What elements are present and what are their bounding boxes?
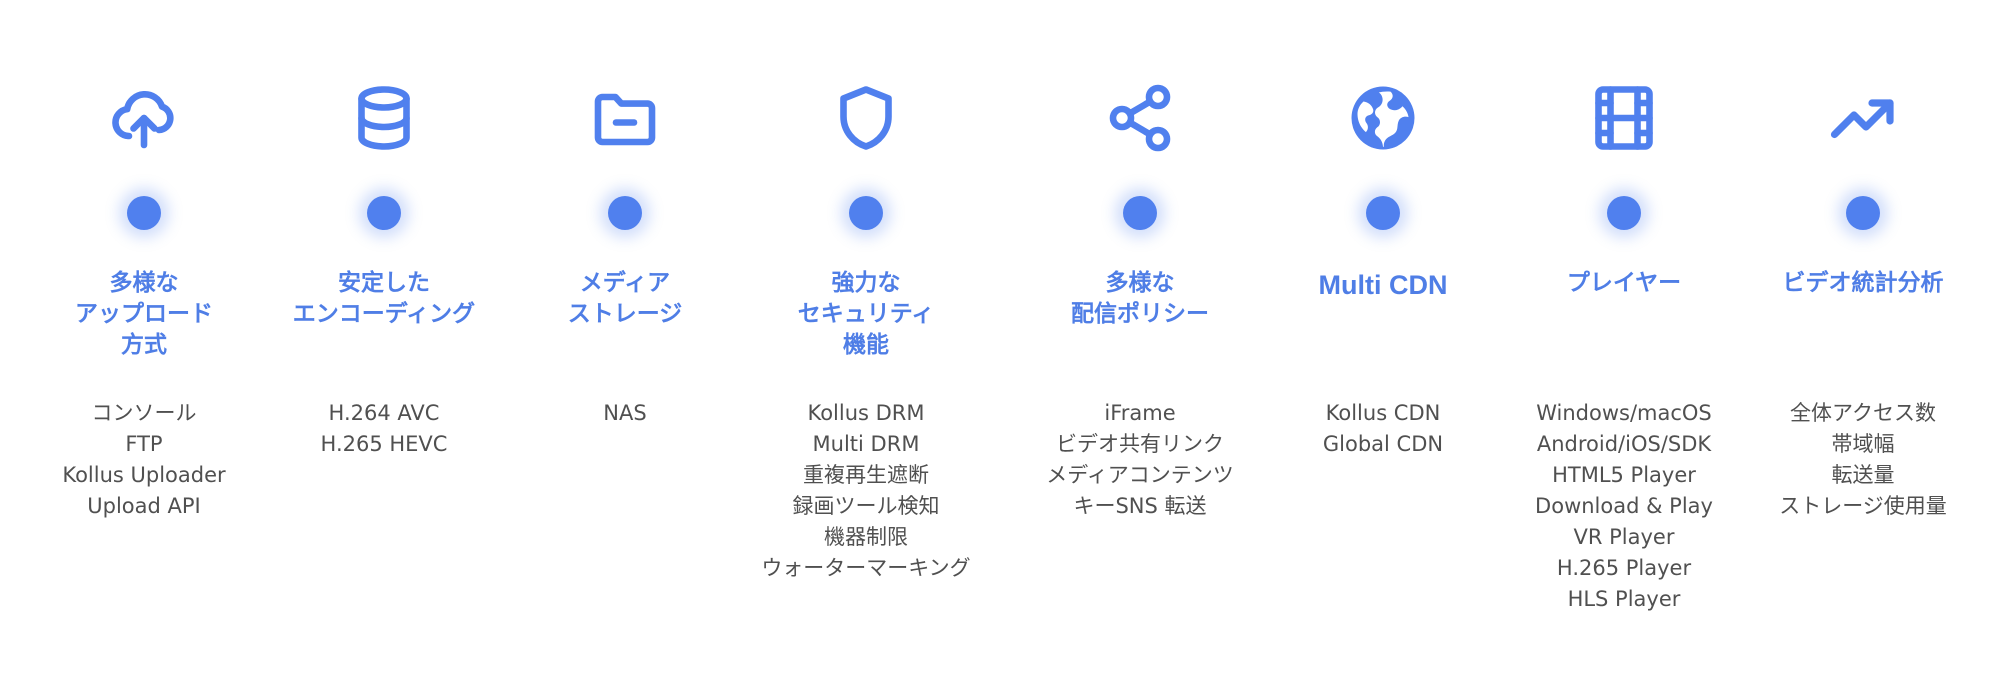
list-item: VR Player [1573,525,1675,549]
list-item: NAS [603,401,647,425]
step-title: 多様な 配信ポリシー [1071,270,1209,327]
list-item: HLS Player [1567,587,1681,611]
list-item: Multi DRM [812,432,920,456]
step-title: プレイヤー [1566,270,1682,296]
list-item: Global CDN [1322,432,1444,456]
list-item: HTML5 Player [1552,463,1696,487]
list-item: 全体アクセス数 [1790,401,1936,425]
step-title: ビデオ統計分析 [1782,270,1944,296]
list-item: Windows/macOS [1536,401,1712,425]
timeline-dot [1123,196,1157,230]
list-item: 帯域幅 [1831,432,1895,456]
timeline-dot [1846,196,1880,230]
film-icon [1588,82,1660,154]
step-delivery-policy: 多様な 配信ポリシー iFrame ビデオ共有リンク メディアコンテンツ キーS… [1020,0,1260,700]
list-item: 転送量 [1831,463,1895,487]
step-item-list: Kollus CDN Global CDN [1263,398,1503,460]
list-item: Kollus DRM [807,401,925,425]
step-item-list: Kollus DRM Multi DRM 重複再生遮断 録画ツール検知 機器制限… [746,398,986,584]
list-item: Download & Play [1535,494,1713,518]
list-item: H.264 AVC [328,401,440,425]
step-analytics: ビデオ統計分析 全体アクセス数 帯域幅 転送量 ストレージ使用量 [1743,0,1983,700]
step-item-list: 全体アクセス数 帯域幅 転送量 ストレージ使用量 [1743,398,1983,522]
list-item: Upload API [87,494,201,518]
step-item-list: iFrame ビデオ共有リンク メディアコンテンツ キーSNS 転送 [1020,398,1260,522]
list-item: Kollus Uploader [62,463,226,487]
timeline-dot [1366,196,1400,230]
shield-icon [830,82,902,154]
list-item: Android/iOS/SDK [1536,432,1712,456]
step-encoding: 安定した エンコーディング H.264 AVC H.265 HEVC [264,0,504,700]
list-item: 録画ツール検知 [792,494,940,518]
trending-up-icon [1827,82,1899,154]
step-item-list: Windows/macOS Android/iOS/SDK HTML5 Play… [1504,398,1744,615]
timeline-dot [849,196,883,230]
list-item: H.265 Player [1556,556,1692,580]
globe-icon [1347,82,1419,154]
list-item: 機器制限 [824,525,908,549]
step-storage: メディア ストレージ NAS [505,0,745,700]
step-item-list: H.264 AVC H.265 HEVC [264,398,504,460]
timeline-dot [608,196,642,230]
list-item: メディアコンテンツ [1046,463,1234,487]
list-item: ストレージ使用量 [1779,494,1947,518]
folder-icon [589,82,661,154]
list-item: 重複再生遮断 [803,463,929,487]
list-item: キーSNS 転送 [1073,494,1207,518]
list-item: ウォーターマーキング [761,556,971,580]
step-title: Multi CDN [1318,270,1448,300]
timeline-dot [1607,196,1641,230]
timeline-dot [367,196,401,230]
step-title: 安定した エンコーディング [292,270,476,327]
share-icon [1104,82,1176,154]
step-player: プレイヤー Windows/macOS Android/iOS/SDK HTML… [1504,0,1744,700]
database-icon [348,82,420,154]
step-title: 強力な セキュリティ 機能 [797,270,935,358]
step-title: メディア ストレージ [567,270,683,327]
timeline-dot [127,196,161,230]
step-title: 多様な アップロード 方式 [75,270,213,358]
cloud-upload-icon [108,82,180,154]
step-item-list: NAS [505,398,745,429]
list-item: FTP [125,432,163,456]
list-item: コンソール [91,401,197,425]
list-item: Kollus CDN [1325,401,1441,425]
list-item: ビデオ共有リンク [1056,432,1224,456]
step-item-list: コンソール FTP Kollus Uploader Upload API [24,398,264,522]
timeline-line [0,210,1990,224]
step-multi-cdn: Multi CDN Kollus CDN Global CDN [1263,0,1503,700]
step-upload: 多様な アップロード 方式 コンソール FTP Kollus Uploader … [24,0,264,700]
step-security: 強力な セキュリティ 機能 Kollus DRM Multi DRM 重複再生遮… [746,0,986,700]
list-item: H.265 HEVC [320,432,448,456]
list-item: iFrame [1104,401,1176,425]
